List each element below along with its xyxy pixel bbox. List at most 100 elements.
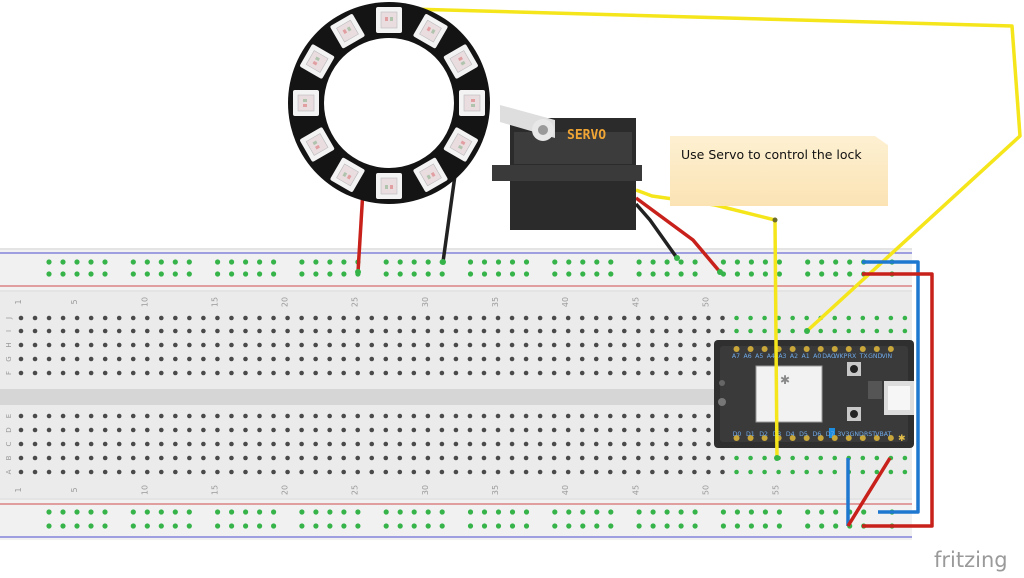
terminal-hole bbox=[495, 413, 501, 419]
rail-hole bbox=[425, 271, 431, 277]
column-number-top: 25 bbox=[351, 297, 360, 307]
terminal-hole bbox=[187, 315, 192, 321]
column-number-top: 45 bbox=[631, 297, 640, 307]
terminal-hole bbox=[32, 342, 38, 348]
neopixel-led bbox=[300, 44, 335, 79]
terminal-hole bbox=[579, 315, 585, 321]
photon-pin-top bbox=[845, 346, 852, 352]
terminal-hole bbox=[299, 413, 304, 419]
neopixel-led bbox=[413, 14, 448, 49]
photon-top-pin-label: A3 bbox=[778, 353, 786, 360]
rail-hole bbox=[734, 259, 741, 265]
terminal-hole bbox=[621, 413, 627, 419]
terminal-hole bbox=[355, 455, 361, 461]
terminal-hole bbox=[229, 427, 234, 433]
terminal-hole bbox=[159, 342, 164, 348]
terminal-hole bbox=[46, 328, 52, 334]
terminal-hole bbox=[453, 469, 459, 475]
photon-pin-top bbox=[887, 346, 894, 352]
terminal-hole bbox=[257, 328, 262, 334]
terminal-hole bbox=[397, 342, 403, 348]
rail-hole bbox=[425, 523, 431, 529]
rail-hole bbox=[88, 523, 94, 529]
terminal-hole bbox=[467, 315, 473, 321]
terminal-hole bbox=[551, 427, 557, 433]
terminal-hole bbox=[299, 427, 304, 433]
photon-pin-top bbox=[859, 346, 866, 352]
terminal-hole bbox=[678, 342, 683, 348]
terminal-hole bbox=[425, 328, 431, 334]
rail-hole bbox=[215, 509, 221, 515]
rail-hole bbox=[636, 509, 642, 515]
terminal-hole bbox=[271, 328, 276, 334]
terminal-hole bbox=[621, 441, 627, 447]
terminal-hole bbox=[229, 315, 234, 321]
rail-hole bbox=[102, 271, 108, 277]
column-number-top: 10 bbox=[140, 297, 149, 307]
terminal-hole bbox=[144, 441, 150, 447]
rail-hole bbox=[158, 259, 164, 265]
rail-hole bbox=[566, 271, 572, 277]
terminal-hole bbox=[327, 455, 332, 461]
rail-hole bbox=[608, 509, 614, 515]
rail-hole bbox=[509, 523, 516, 529]
terminal-hole bbox=[313, 356, 318, 362]
terminal-hole bbox=[201, 441, 206, 447]
terminal-hole bbox=[397, 455, 403, 461]
terminal-hole bbox=[187, 455, 192, 461]
rail-hole bbox=[425, 259, 431, 265]
note-card[interactable]: Use Servo to control the lock bbox=[670, 136, 888, 206]
terminal-hole bbox=[607, 441, 613, 447]
rail-hole bbox=[664, 523, 670, 529]
terminal-hole bbox=[215, 315, 220, 321]
terminal-hole bbox=[509, 469, 515, 475]
terminal-hole bbox=[565, 342, 571, 348]
rail-hole bbox=[327, 523, 333, 529]
rail-hole bbox=[819, 509, 825, 515]
terminal-hole bbox=[173, 441, 178, 447]
terminal-hole bbox=[130, 441, 136, 447]
rail-hole bbox=[186, 259, 192, 265]
rail-hole bbox=[580, 523, 586, 529]
terminal-hole bbox=[341, 441, 346, 447]
terminal-hole bbox=[369, 370, 375, 376]
terminal-hole bbox=[74, 356, 80, 362]
terminal-hole bbox=[467, 441, 473, 447]
photon-bottom-pin-label: D6 bbox=[812, 431, 821, 438]
terminal-hole bbox=[18, 328, 24, 334]
rail-hole bbox=[130, 523, 136, 529]
terminal-hole bbox=[187, 328, 192, 334]
column-number-bottom: 20 bbox=[281, 485, 290, 495]
terminal-hole bbox=[88, 370, 94, 376]
terminal-hole bbox=[144, 315, 150, 321]
rail-hole bbox=[60, 509, 66, 515]
rail-hole bbox=[243, 509, 249, 515]
terminal-hole bbox=[678, 413, 683, 419]
terminal-hole bbox=[257, 441, 262, 447]
terminal-hole bbox=[537, 370, 543, 376]
terminal-hole bbox=[144, 427, 150, 433]
terminal-hole bbox=[32, 413, 38, 419]
terminal-hole bbox=[88, 413, 94, 419]
rail-hole bbox=[271, 271, 277, 277]
column-number-bottom: 35 bbox=[491, 485, 500, 495]
rail-hole bbox=[467, 523, 474, 529]
terminal-hole bbox=[285, 315, 290, 321]
terminal-hole bbox=[720, 469, 725, 475]
rail-hole bbox=[439, 523, 445, 529]
terminal-hole bbox=[692, 356, 697, 362]
rail-hole bbox=[580, 509, 586, 515]
terminal-hole bbox=[271, 455, 276, 461]
terminal-hole bbox=[664, 413, 669, 419]
terminal-hole bbox=[116, 342, 122, 348]
rail-hole bbox=[678, 271, 684, 277]
terminal-hole bbox=[215, 342, 220, 348]
terminal-hole bbox=[664, 356, 669, 362]
terminal-hole bbox=[201, 328, 206, 334]
terminal-hole bbox=[173, 356, 178, 362]
terminal-hole bbox=[383, 328, 389, 334]
terminal-hole bbox=[411, 342, 417, 348]
rail-hole bbox=[748, 259, 755, 265]
terminal-hole bbox=[102, 356, 108, 362]
rail-hole bbox=[552, 259, 558, 265]
